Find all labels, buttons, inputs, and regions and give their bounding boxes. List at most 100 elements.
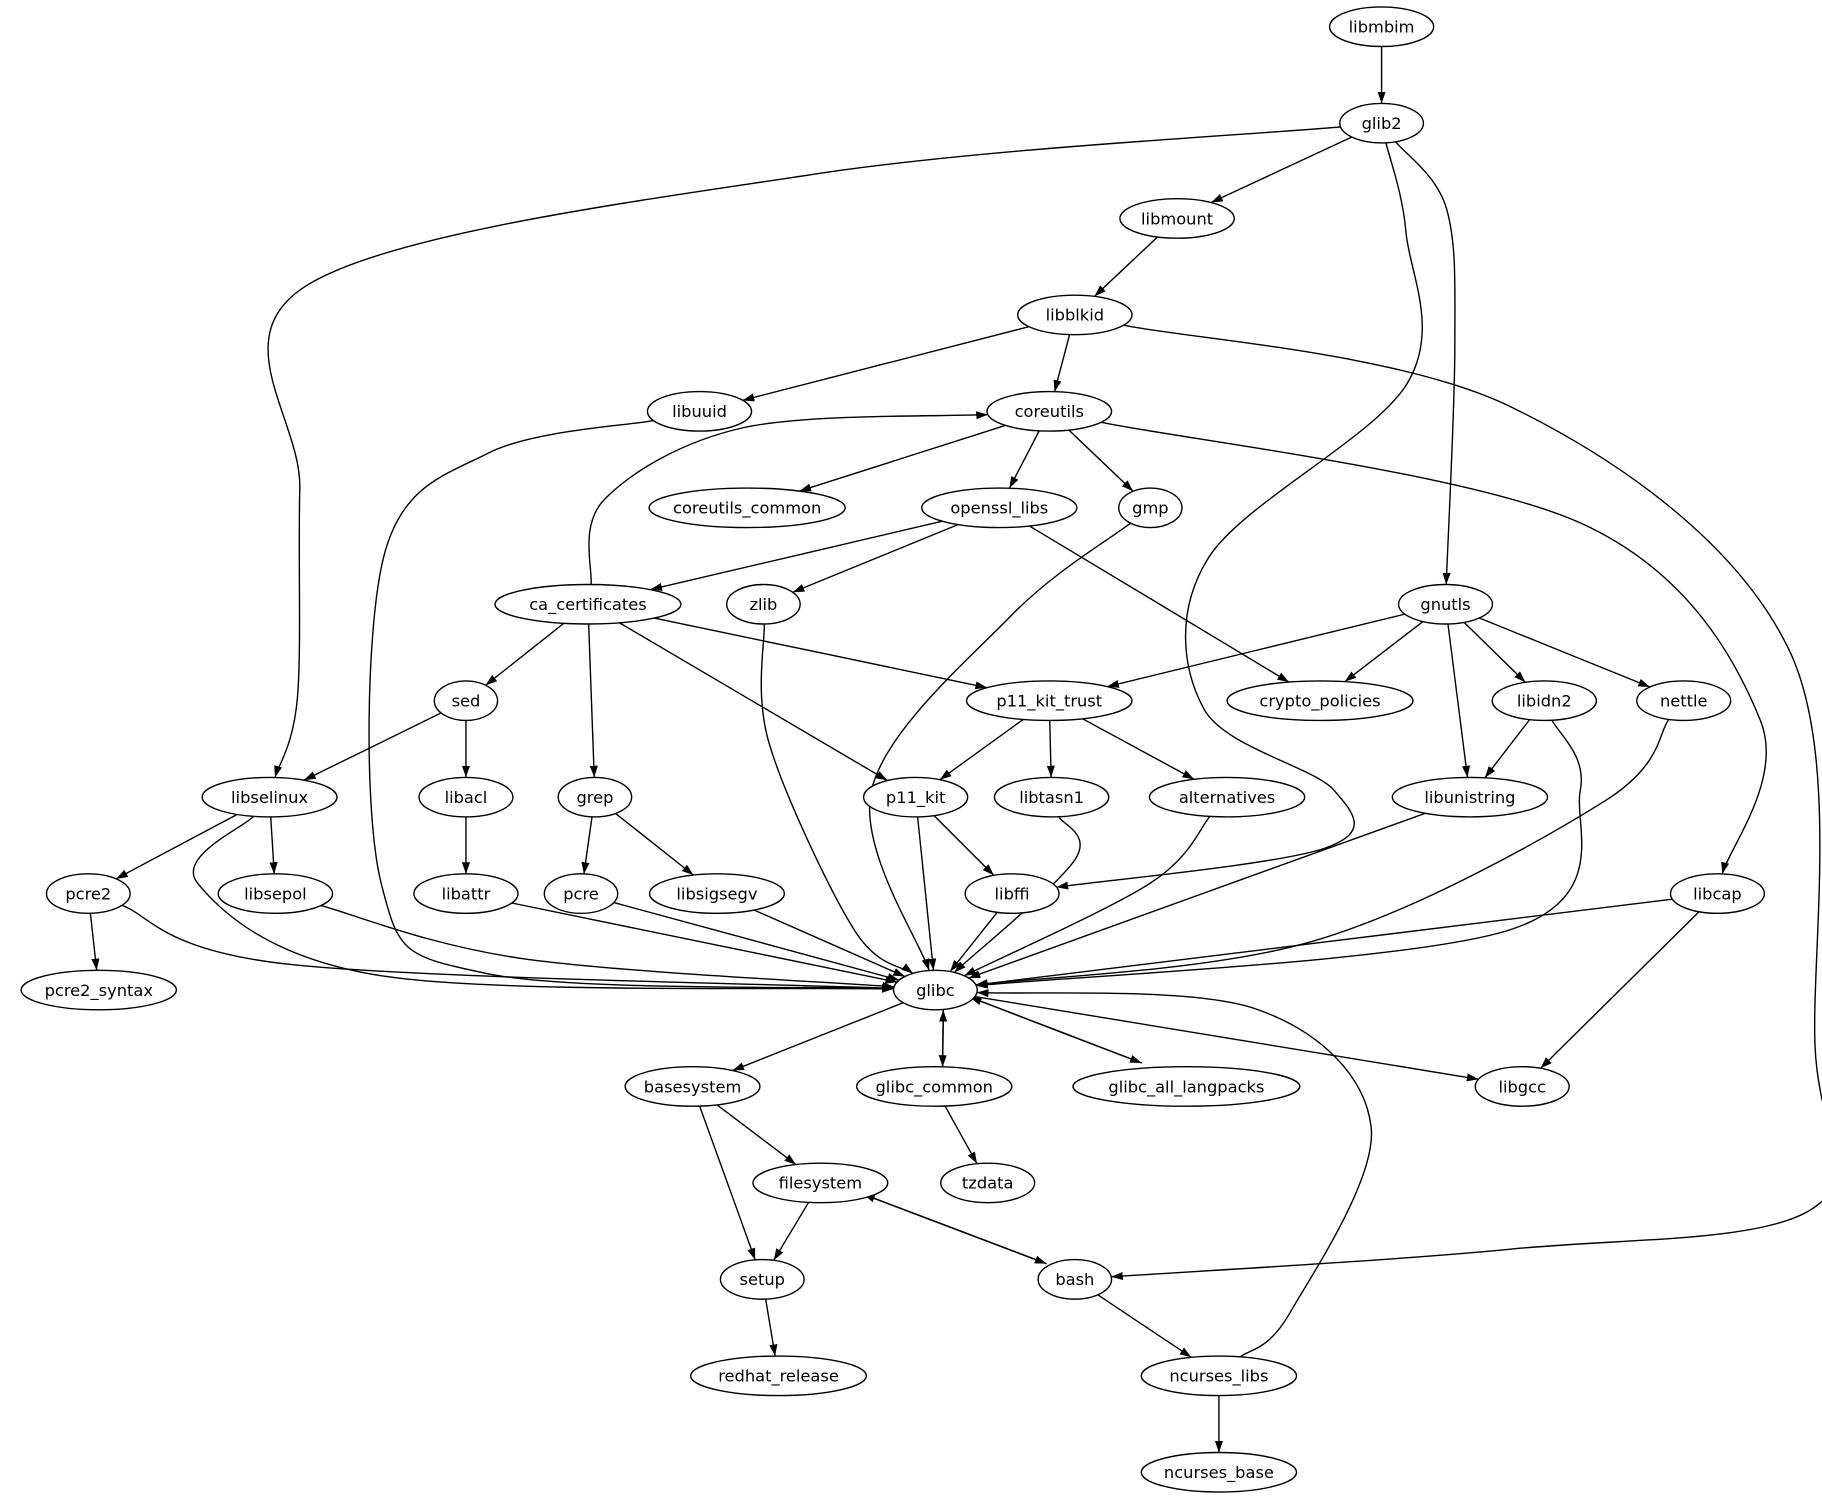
node-label: zlib	[749, 595, 777, 614]
node-label: coreutils	[1015, 402, 1084, 421]
node-coreutils_common[interactable]: coreutils_common	[648, 487, 846, 529]
edge-p11_kit-to-libffi	[933, 815, 995, 876]
edge-glib2-to-libmount	[1210, 136, 1353, 204]
node-ellipse	[1118, 487, 1183, 529]
edge-bash-to-filesystem	[862, 1193, 1047, 1265]
node-ellipse	[965, 680, 1133, 722]
node-redhat_release[interactable]: redhat_release	[689, 1355, 868, 1397]
node-ellipse	[201, 776, 338, 818]
node-filesystem[interactable]: filesystem	[752, 1162, 889, 1204]
edge-nettle-to-glibc	[975, 718, 1670, 988]
edge-p11_kit_trust-to-libtasn1	[1046, 720, 1055, 778]
edge-openssl_libs-to-crypto_policies	[1029, 525, 1290, 683]
node-ellipse	[433, 680, 499, 722]
node-label: libidn2	[1517, 692, 1572, 711]
node-label: crypto_policies	[1259, 692, 1380, 712]
node-ellipse	[1140, 1451, 1298, 1493]
node-pcre2_syntax[interactable]: pcre2_syntax	[20, 969, 178, 1011]
node-libsepol[interactable]: libsepol	[217, 873, 334, 915]
node-ellipse	[646, 390, 753, 432]
node-ellipse	[940, 1162, 1036, 1204]
node-gmp[interactable]: gmp	[1118, 487, 1183, 529]
edge-zlib-to-glibc	[760, 623, 914, 974]
node-ellipse	[689, 1355, 868, 1397]
node-nettle[interactable]: nettle	[1636, 680, 1732, 722]
node-glibc[interactable]: glibc	[892, 969, 978, 1011]
node-libunistring[interactable]: libunistring	[1391, 776, 1549, 818]
edge-gnutls-to-libidn2	[1463, 621, 1526, 683]
edge-libcap-to-libgcc	[1540, 911, 1700, 1069]
node-bash[interactable]: bash	[1037, 1258, 1113, 1300]
node-ca_certificates[interactable]: ca_certificates	[494, 583, 682, 625]
node-libffi[interactable]: libffi	[964, 873, 1060, 915]
node-libmbim[interactable]: libmbim	[1328, 6, 1435, 48]
node-label: libacl	[445, 788, 488, 807]
node-grep[interactable]: grep	[557, 776, 633, 818]
node-alternatives[interactable]: alternatives	[1148, 776, 1306, 818]
node-ellipse	[1148, 776, 1306, 818]
edge-libmount-to-libblkid	[1093, 236, 1158, 297]
node-label: libselinux	[231, 788, 308, 807]
node-libselinux[interactable]: libselinux	[201, 776, 338, 818]
node-label: libgcc	[1498, 1077, 1546, 1096]
node-ellipse	[20, 969, 178, 1011]
node-zlib[interactable]: zlib	[726, 583, 801, 625]
node-libcap[interactable]: libcap	[1669, 873, 1766, 915]
node-label: setup	[740, 1270, 785, 1289]
node-libmount[interactable]: libmount	[1119, 198, 1235, 239]
edge-p11_kit_trust-to-alternatives	[1082, 718, 1195, 780]
node-libsigsegv[interactable]: libsigsegv	[648, 873, 786, 915]
node-label: bash	[1055, 1270, 1094, 1289]
node-pcre2[interactable]: pcre2	[45, 873, 131, 915]
edge-glib2-to-libffi	[1056, 142, 1423, 890]
node-p11_kit_trust[interactable]: p11_kit_trust	[965, 680, 1133, 722]
node-crypto_policies[interactable]: crypto_policies	[1226, 680, 1414, 722]
node-ellipse	[543, 873, 619, 915]
node-label: libattr	[442, 884, 491, 903]
edge-libunistring-to-glibc	[968, 812, 1426, 979]
node-openssl_libs[interactable]: openssl_libs	[920, 487, 1078, 529]
node-libidn2[interactable]: libidn2	[1491, 680, 1598, 722]
node-label: p11_kit_trust	[996, 692, 1102, 712]
node-libacl[interactable]: libacl	[418, 776, 514, 818]
edge-libselinux-to-pcre2	[115, 813, 238, 880]
node-label: glibc	[916, 981, 955, 1000]
edge-bash-to-ncurses_libs	[1097, 1294, 1192, 1358]
node-pcre[interactable]: pcre	[543, 873, 619, 915]
edge-glibc_common-to-glibc	[939, 1009, 948, 1067]
node-glibc_common[interactable]: glibc_common	[855, 1066, 1013, 1107]
edge-filesystem-to-setup	[773, 1201, 810, 1261]
node-sed[interactable]: sed	[433, 680, 499, 722]
node-glibc_all_langpacks[interactable]: glibc_all_langpacks	[1072, 1066, 1301, 1107]
node-label: libunistring	[1424, 788, 1515, 807]
node-libtasn1[interactable]: libtasn1	[993, 776, 1110, 818]
edge-libuuid-to-glibc	[368, 419, 894, 993]
edge-gnutls-to-p11_kit_trust	[1107, 613, 1406, 688]
edge-sed-to-libselinux	[303, 712, 442, 781]
node-ncurses_base[interactable]: ncurses_base	[1140, 1451, 1298, 1493]
node-label: libcap	[1693, 884, 1742, 903]
node-p11_kit[interactable]: p11_kit	[862, 776, 969, 818]
edge-basesystem-to-setup	[698, 1105, 756, 1261]
node-libattr[interactable]: libattr	[413, 873, 519, 915]
node-label: filesystem	[779, 1174, 863, 1193]
edge-glib2-to-libselinux	[267, 126, 1341, 778]
node-libuuid[interactable]: libuuid	[646, 390, 753, 432]
edge-pcre-to-glibc	[613, 901, 900, 982]
node-ellipse	[1491, 680, 1598, 722]
node-ellipse	[1226, 680, 1414, 722]
node-coreutils[interactable]: coreutils	[986, 390, 1113, 432]
node-gnutls[interactable]: gnutls	[1397, 583, 1494, 625]
node-libgcc[interactable]: libgcc	[1474, 1066, 1570, 1107]
edge-glibc_common-to-tzdata	[944, 1105, 978, 1164]
node-basesystem[interactable]: basesystem	[624, 1066, 761, 1107]
node-ncurses_libs[interactable]: ncurses_libs	[1140, 1355, 1298, 1397]
node-setup[interactable]: setup	[719, 1258, 805, 1300]
node-tzdata[interactable]: tzdata	[940, 1162, 1036, 1204]
edge-libselinux-to-libsepol	[269, 816, 278, 874]
node-label: libblkid	[1046, 306, 1104, 325]
node-ellipse	[45, 873, 131, 915]
node-glib2[interactable]: glib2	[1339, 102, 1425, 144]
node-libblkid[interactable]: libblkid	[1016, 294, 1133, 336]
edge-libsepol-to-glibc	[320, 904, 895, 991]
